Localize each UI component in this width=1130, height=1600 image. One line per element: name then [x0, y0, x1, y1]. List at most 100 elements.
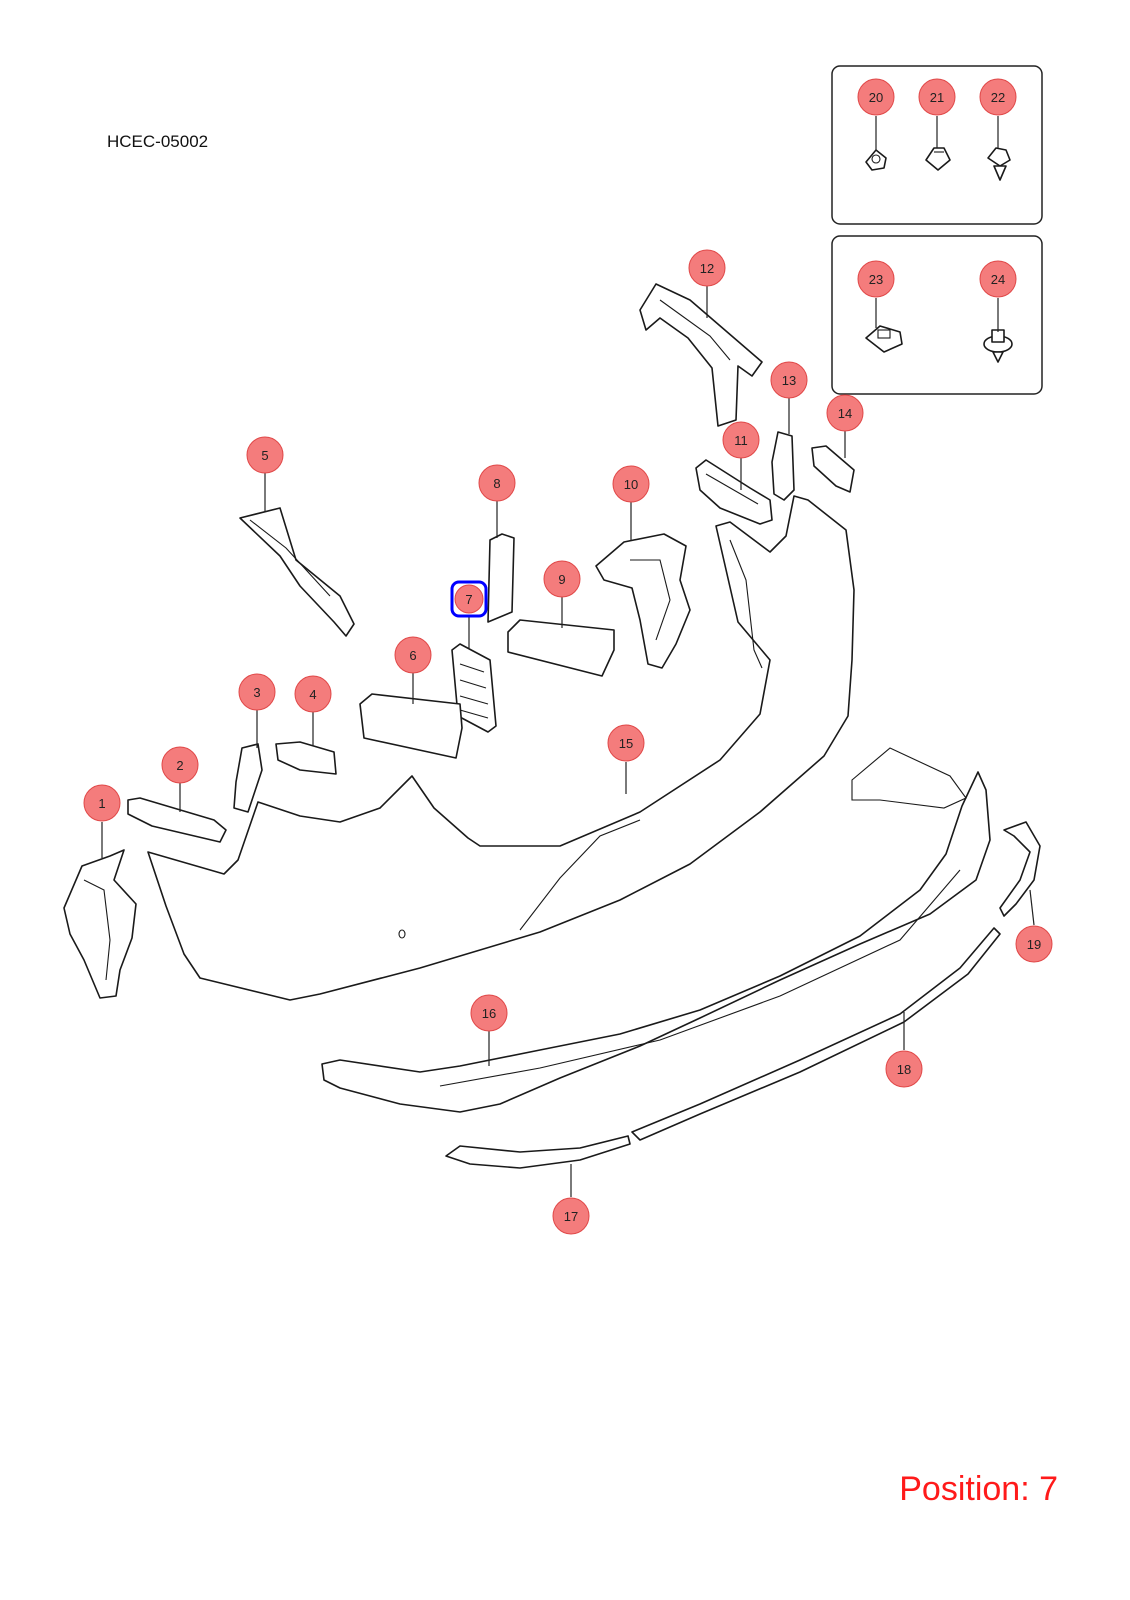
- part-3-bracket: [233, 743, 263, 813]
- callout-circle: [470, 994, 508, 1032]
- callout-circle: [826, 394, 864, 432]
- callout-24[interactable]: 24: [979, 260, 1017, 298]
- part-17-strip: [445, 1135, 631, 1169]
- callout-circle: [238, 673, 276, 711]
- part-15-bumper-cover: [147, 495, 855, 1001]
- callout-circle: [161, 746, 199, 784]
- callout-number: 2: [176, 758, 183, 773]
- part-10-bracket: [595, 533, 691, 669]
- callout-number: 19: [1027, 937, 1041, 952]
- callout-circle: [294, 675, 332, 713]
- callout-number: 7: [465, 592, 472, 607]
- fasteners-box-top: [831, 65, 1043, 225]
- callout-circle: [612, 465, 650, 503]
- callout-3[interactable]: 3: [238, 673, 276, 711]
- callout-5[interactable]: 5: [246, 436, 284, 474]
- selected-position-label: Position: 7: [899, 1470, 1058, 1508]
- callout-1[interactable]: 1: [83, 784, 121, 822]
- callout-15[interactable]: 15: [607, 724, 645, 762]
- screw-22-icon: [987, 147, 1011, 181]
- callout-9[interactable]: 9: [543, 560, 581, 598]
- callout-number: 1: [98, 796, 105, 811]
- callout-number: 18: [897, 1062, 911, 1077]
- callout-circle: [722, 421, 760, 459]
- part-14-bracket: [811, 445, 855, 493]
- callout-10[interactable]: 10: [612, 465, 650, 503]
- callout-8[interactable]: 8: [478, 464, 516, 502]
- part-4-bracket: [275, 741, 337, 775]
- callout-number: 9: [558, 572, 565, 587]
- part-16-diffuser: [321, 771, 991, 1113]
- callout-circle: [478, 464, 516, 502]
- clip-23-icon: [865, 325, 903, 353]
- callout-circle: [246, 436, 284, 474]
- callout-number: 11: [734, 433, 748, 448]
- callout-4[interactable]: 4: [294, 675, 332, 713]
- callout-circle: [885, 1050, 923, 1088]
- callout-number: 6: [409, 648, 416, 663]
- part-9-pad: [507, 619, 615, 677]
- part-18-strip: [631, 927, 1001, 1141]
- part-11-bracket: [695, 459, 773, 525]
- callout-17[interactable]: 17: [552, 1197, 590, 1235]
- callout-6[interactable]: 6: [394, 636, 432, 674]
- part-1-bracket: [63, 849, 137, 999]
- clip-20-icon: [865, 149, 887, 171]
- callout-circle: [857, 260, 895, 298]
- callout-number: 24: [991, 272, 1005, 287]
- callout-circle: [770, 361, 808, 399]
- diagram-code: HCEC-05002: [107, 132, 209, 151]
- callout-22[interactable]: 22: [979, 78, 1017, 116]
- callout-circle: [1015, 925, 1053, 963]
- callout-number: 12: [700, 261, 714, 276]
- callout-number: 17: [564, 1209, 578, 1224]
- callout-circle: [979, 260, 1017, 298]
- callout-11[interactable]: 11: [722, 421, 760, 459]
- callout-circle: [83, 784, 121, 822]
- callout-23[interactable]: 23: [857, 260, 895, 298]
- part-5-panel: [239, 507, 355, 637]
- part-2-bracket: [127, 797, 227, 843]
- callout-18[interactable]: 18: [885, 1050, 923, 1088]
- callout-circle: [543, 560, 581, 598]
- callout-19[interactable]: 19: [1015, 925, 1053, 963]
- callout-7[interactable]: 7: [450, 580, 488, 618]
- callout-number: 13: [782, 373, 796, 388]
- part-12-bracket: [639, 283, 763, 427]
- callout-number: 8: [493, 476, 500, 491]
- callout-12[interactable]: 12: [688, 249, 726, 287]
- callout-number: 21: [930, 90, 944, 105]
- callout-number: 3: [253, 685, 260, 700]
- part-6-pad: [359, 693, 463, 759]
- callout-number: 16: [482, 1006, 496, 1021]
- nut-21-icon: [925, 147, 951, 171]
- callout-number: 15: [619, 736, 633, 751]
- part-19-trim: [999, 821, 1041, 917]
- callout-circle: [979, 78, 1017, 116]
- callout-circle: [918, 78, 956, 116]
- callout-16[interactable]: 16: [470, 994, 508, 1032]
- callout-14[interactable]: 14: [826, 394, 864, 432]
- callout-number: 10: [624, 477, 638, 492]
- callout-number: 20: [869, 90, 883, 105]
- callout-circle: [552, 1197, 590, 1235]
- callout-circle: [607, 724, 645, 762]
- callout-13[interactable]: 13: [770, 361, 808, 399]
- callout-circle: [688, 249, 726, 287]
- callout-21[interactable]: 21: [918, 78, 956, 116]
- part-13-bracket: [771, 431, 795, 501]
- rivet-24-icon: [983, 329, 1013, 363]
- callout-circle: [394, 636, 432, 674]
- callout-number: 23: [869, 272, 883, 287]
- callout-number: 4: [309, 687, 316, 702]
- callout-number: 5: [261, 448, 268, 463]
- callout-number: 22: [991, 90, 1005, 105]
- callout-20[interactable]: 20: [857, 78, 895, 116]
- fasteners-box-bottom: [831, 235, 1043, 395]
- part-8-pad: [487, 533, 515, 623]
- callout-2[interactable]: 2: [161, 746, 199, 784]
- leader-lines: [101, 116, 1035, 1197]
- callout-circle: [454, 584, 484, 614]
